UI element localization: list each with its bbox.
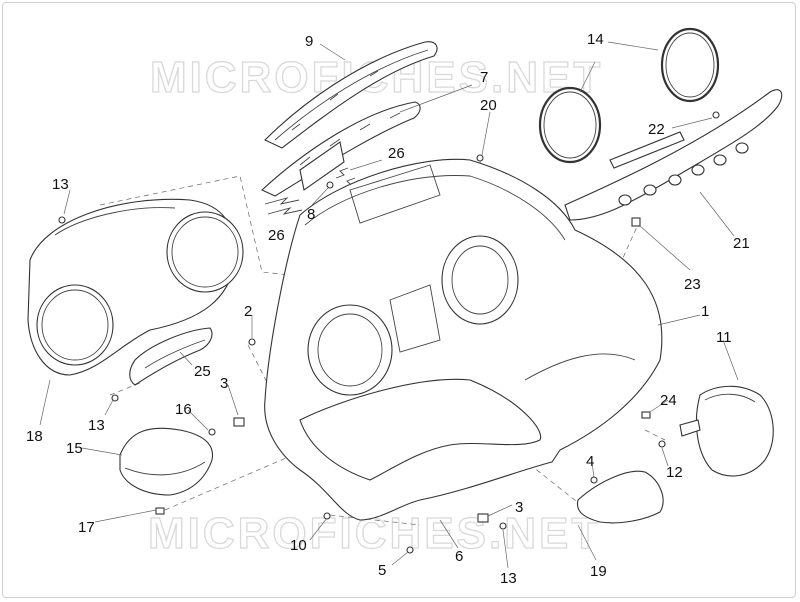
part-7-inner-trim [261,101,421,197]
part-5-screw [406,546,414,554]
part-25-lcd-cover [129,327,213,386]
part-17-clip [155,507,165,515]
callout-18: 18 [26,428,43,445]
callout-7: 7 [480,69,488,86]
callout-17: 17 [78,519,95,536]
callout-16: 16 [175,401,192,418]
callout-23: 23 [684,276,701,293]
callout-8: 8 [307,206,315,223]
callout-26-top: 26 [388,145,405,162]
callout-9: 9 [305,33,313,50]
callout-10: 10 [290,537,307,554]
part-26-clips [264,167,356,215]
part-21-switch-panel [564,89,783,221]
part-9-top-trim [264,41,438,149]
callout-14: 14 [587,31,604,48]
callout-labels: 9 7 14 20 22 26 8 26 13 21 23 2 1 11 25 … [26,31,750,587]
part-13-screw-b [111,394,119,402]
callout-12: 12 [666,464,683,481]
part-23-clip [631,217,641,227]
part-1-dashboard-shell [264,158,663,521]
callout-20: 20 [480,97,497,114]
callout-21: 21 [733,235,750,252]
callout-1: 1 [701,303,709,320]
part-3-clip-a [233,417,245,427]
part-3-clip-b [477,513,489,523]
callout-6: 6 [455,548,463,565]
callout-3-right: 3 [515,499,523,516]
part-8-screw [326,181,334,189]
callout-13-bottom: 13 [500,570,517,587]
callout-3-left: 3 [220,375,228,392]
callout-15: 15 [66,440,83,457]
part-22-screw [712,111,720,119]
callout-26-bottom: 26 [268,227,285,244]
part-13-screw-a [58,216,66,224]
part-12-screw [658,440,666,448]
callout-13-mid: 13 [88,417,105,434]
callout-11: 11 [716,329,732,346]
callout-13-top: 13 [52,176,69,193]
part-10-screw [323,512,331,520]
part-15-lid [119,427,214,496]
part-24-clip [641,411,651,419]
part-18-instrument-housing [27,198,244,376]
part-13-screw-c [499,522,507,530]
callout-4: 4 [586,453,594,470]
callout-leader-lines [39,41,739,569]
callout-24: 24 [660,392,677,409]
callout-5: 5 [378,562,386,579]
callout-2: 2 [244,303,252,320]
callout-25: 25 [194,363,211,380]
callout-19: 19 [590,563,607,580]
part-11-lens [679,385,774,477]
part-20-screw [476,154,484,162]
part-19-cover-plate [576,470,664,524]
part-2-screw [248,338,256,346]
part-16-screw [208,428,216,436]
callout-22: 22 [648,121,665,138]
part-14-gauge-rings [538,27,720,164]
